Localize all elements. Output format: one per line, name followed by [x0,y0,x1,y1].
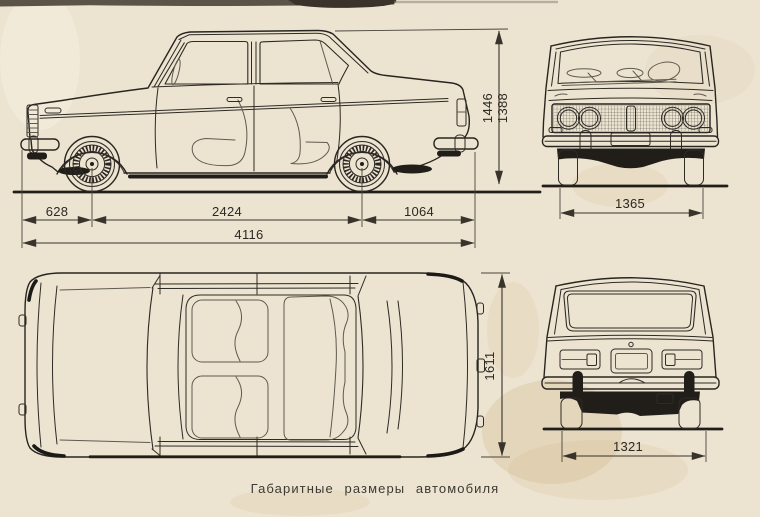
front-grille [551,103,711,134]
front-interior [561,61,681,86]
rear-right-wheel [678,397,701,429]
front-right-wheel [684,149,704,186]
top-view-seats [191,295,349,441]
caption: Габаритные размеры автомобиля [251,481,500,496]
rear-bumper-face [541,371,720,398]
side-interior [171,58,330,167]
dim-wheelbase: 2424 [212,204,242,219]
rear-window [563,290,697,332]
front-wheel [63,135,121,193]
headlights [557,106,705,130]
rear-dimension: 1321 [561,431,707,462]
front-left-wheel [558,149,578,186]
front-dimension: 1365 [559,188,704,219]
rear-bumper [433,98,479,157]
dim-height-unladen: 1446 [480,93,495,123]
rear-license-recess [610,348,653,374]
taillights [559,349,703,370]
side-view-drawing: 628 2424 1064 4116 1446 1388 [12,28,542,248]
rear-door-handle [320,97,337,102]
side-dimensions: 628 2424 1064 4116 1446 1388 [21,28,510,248]
front-license-plate [610,132,651,146]
rear-left-wheel [560,397,583,429]
dim-overall-length: 4116 [234,227,263,242]
dim-front-track: 1365 [615,196,645,211]
top-view-drawing: 1611 [18,272,510,459]
side-grille [26,104,62,138]
front-view-drawing: 1365 [541,36,729,219]
rear-view-drawing: 1321 [541,277,724,462]
dim-rear-track: 1321 [613,439,643,454]
top-body-outline [24,272,479,458]
rear-door-window [259,39,350,85]
dim-front-overhang: 628 [46,204,69,219]
dim-overall-width: 1611 [482,351,497,380]
side-body-outline [27,29,471,139]
rear-wheel [333,135,391,193]
dim-height-laden: 1388 [495,93,510,123]
front-bumper [20,135,60,160]
dim-rear-overhang: 1064 [404,204,434,219]
grille-badge [626,105,636,132]
front-door-window [164,40,249,85]
front-door-handle [226,97,243,102]
top-dimension: 1611 [481,272,510,458]
scan-edge-artifact [0,0,558,8]
